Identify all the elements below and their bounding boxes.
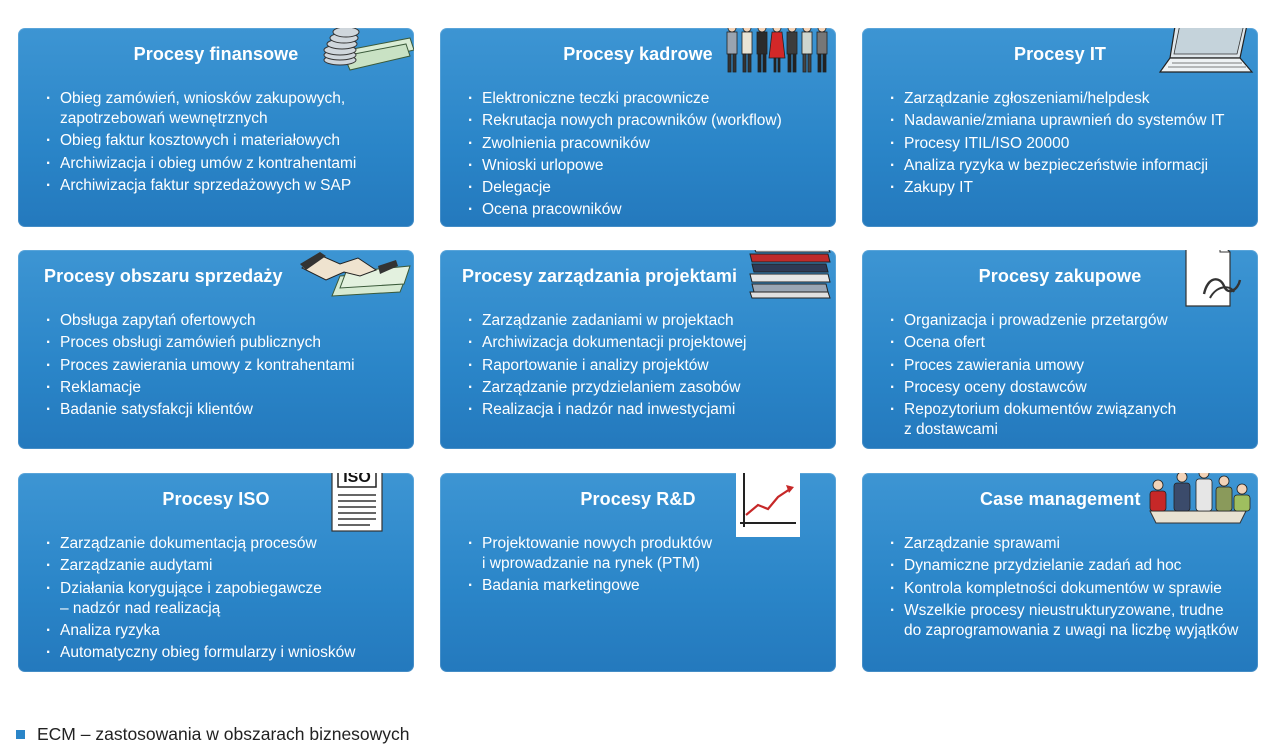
list-item: Elektroniczne teczki pracownicze (464, 89, 826, 109)
list-item: Archiwizacja dokumentacji projektowej (464, 333, 826, 353)
list-item: Wnioski urlopowe (464, 156, 826, 176)
card-title: Procesy zarządzania projektami (462, 266, 738, 286)
list-item: Zarządzanie zgłoszeniami/helpdesk (886, 89, 1248, 109)
list-item: Proces obsługi zamówień publicznych (42, 333, 404, 353)
list-item: Zarządzanie przydzielaniem zasobów (464, 378, 826, 398)
list-item: Rekrutacja nowych pracowników (workflow) (464, 111, 826, 131)
card-case-management: Case management Zarządzanie sprawami Dyn… (862, 473, 1258, 672)
card-title: Procesy ISO (162, 489, 270, 509)
list-item: Proces zawierania umowy z kontrahentami (42, 356, 404, 376)
caption-marker (16, 729, 25, 739)
item-list: Organizacja i prowadzenie przetargów Oce… (886, 311, 1248, 442)
list-item: Automatyczny obieg formularzy i wniosków (42, 643, 404, 663)
list-item: Działania korygujące i zapobiegawcze – n… (42, 579, 404, 619)
list-item: Realizacja i nadzór nad inwestycjami (464, 400, 826, 420)
iso-label: ISO (343, 473, 371, 486)
list-item: Zwolnienia pracowników (464, 134, 826, 154)
list-item: Procesy oceny dostawców (886, 378, 1248, 398)
handshake-icon (300, 252, 411, 297)
item-list: Zarządzanie dokumentacją procesów Zarząd… (42, 534, 404, 665)
list-item: Obsługa zapytań ofertowych (42, 311, 404, 331)
process-grid: Procesy finansowe Obieg zamówień, wniosk… (0, 0, 1280, 700)
list-item: Dynamiczne przydzielanie zadań ad hoc (886, 556, 1248, 576)
list-item: Ocena pracowników (464, 200, 826, 220)
money-icon (323, 28, 414, 71)
item-list: Elektroniczne teczki pracownicze Rekruta… (464, 89, 826, 223)
card-title: Procesy obszaru sprzedaży (44, 266, 283, 286)
card-finance: Procesy finansowe Obieg zamówień, wniosk… (18, 28, 414, 227)
card-iso: Procesy ISO ISO Zarządzanie dokumentacją… (18, 473, 414, 672)
card-it: Procesy IT Zarządzanie zgłoszeniami/help… (862, 28, 1258, 227)
list-item: Projektowanie nowych produktów i wprowad… (464, 534, 826, 574)
list-item: Badania marketingowe (464, 576, 826, 596)
list-item: Delegacje (464, 178, 826, 198)
card-hr: Procesy kadrowe Elektroniczne teczki pra… (440, 28, 836, 227)
list-item: Analiza ryzyka w bezpieczeństwie informa… (886, 156, 1248, 176)
list-item: Repozytorium dokumentów związanych z dos… (886, 400, 1248, 440)
item-list: Zarządzanie zadaniami w projektach Archi… (464, 311, 826, 422)
list-item: Obieg faktur kosztowych i materiałowych (42, 131, 404, 151)
growth-chart-icon (736, 473, 800, 537)
list-item: Zarządzanie zadaniami w projektach (464, 311, 826, 331)
list-item: Reklamacje (42, 378, 404, 398)
list-item: Zarządzanie dokumentacją procesów (42, 534, 404, 554)
meeting-icon (1149, 473, 1251, 524)
caption-text: ECM – zastosowania w obszarach biznesowy… (37, 723, 410, 744)
list-item: Zarządzanie audytami (42, 556, 404, 576)
list-item: Raportowanie i analizy projektów (464, 356, 826, 376)
list-item: Archiwizacja i obieg umów z kontrahentam… (42, 154, 404, 174)
figure-caption: ECM – zastosowania w obszarach biznesowy… (16, 723, 410, 745)
document-icon (1185, 250, 1242, 307)
item-list: Projektowanie nowych produktów i wprowad… (464, 534, 826, 599)
list-item: Badanie satysfakcji klientów (42, 400, 404, 420)
list-item: Archiwizacja faktur sprzedażowych w SAP (42, 176, 404, 196)
list-item: Zakupy IT (886, 178, 1248, 198)
list-item: Wszelkie procesy nieustrukturyzowane, tr… (886, 601, 1248, 641)
item-list: Zarządzanie sprawami Dynamiczne przydzie… (886, 534, 1248, 643)
item-list: Obsługa zapytań ofertowych Proces obsług… (42, 311, 404, 422)
item-list: Obieg zamówień, wniosków zakupowych, zap… (42, 89, 404, 198)
card-title: Procesy finansowe (133, 44, 299, 64)
card-projects: Procesy zarządzania projektami Zarządzan… (440, 250, 836, 449)
list-item: Obieg zamówień, wniosków zakupowych, zap… (42, 89, 404, 129)
item-list: Zarządzanie zgłoszeniami/helpdesk Nadawa… (886, 89, 1248, 200)
list-item: Organizacja i prowadzenie przetargów (886, 311, 1248, 331)
list-item: Zarządzanie sprawami (886, 534, 1248, 554)
list-item: Proces zawierania umowy (886, 356, 1248, 376)
people-icon (726, 28, 828, 73)
card-title: Case management (980, 489, 1141, 509)
card-sales: Procesy obszaru sprzedaży Obsługa zapyta… (18, 250, 414, 449)
list-item: Nadawanie/zmiana uprawnień do systemów I… (886, 111, 1248, 131)
card-title: Procesy IT (1013, 44, 1107, 64)
card-title: Procesy R&D (580, 489, 696, 509)
laptop-icon (1158, 28, 1254, 73)
list-item: Procesy ITIL/ISO 20000 (886, 134, 1248, 154)
binders-icon (749, 250, 831, 299)
card-title: Procesy zakupowe (978, 266, 1142, 286)
list-item: Ocena ofert (886, 333, 1248, 353)
list-item: Analiza ryzyka (42, 621, 404, 641)
card-title: Procesy kadrowe (563, 44, 713, 64)
card-rnd: Procesy R&D Projektowanie nowych produkt… (440, 473, 836, 672)
card-purchasing: Procesy zakupowe Organizacja i prowadzen… (862, 250, 1258, 449)
list-item: Kontrola kompletności dokumentów w spraw… (886, 579, 1248, 599)
iso-document-icon: ISO (331, 473, 383, 532)
